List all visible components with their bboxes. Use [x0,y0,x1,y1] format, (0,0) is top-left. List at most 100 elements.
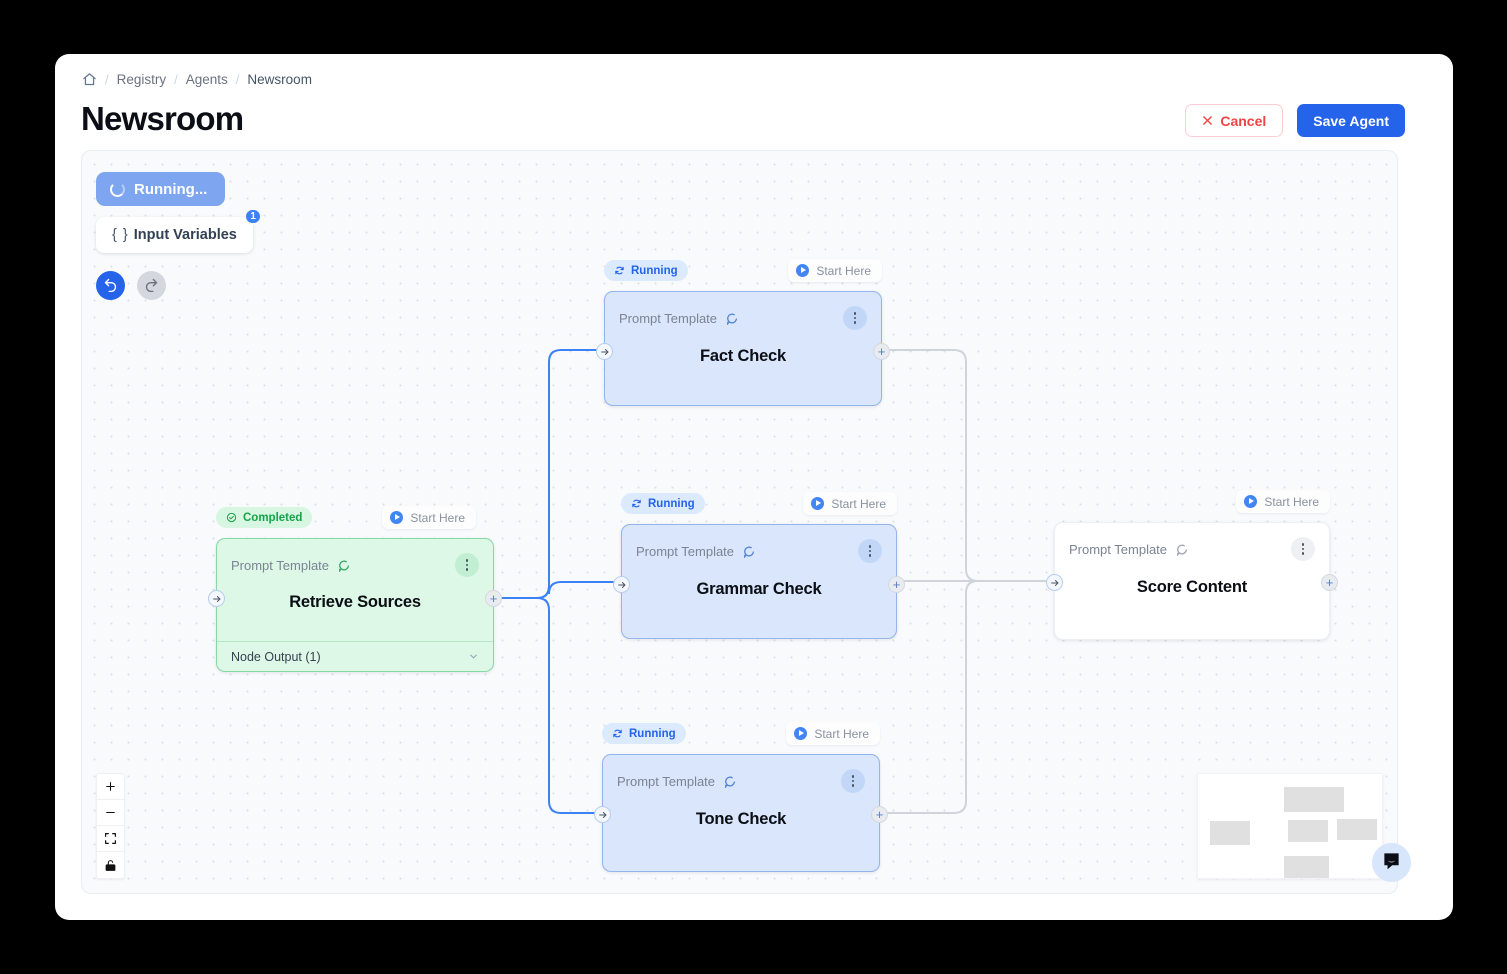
cancel-button[interactable]: Cancel [1185,104,1284,137]
minimap-node [1288,820,1328,842]
node-menu-button[interactable] [858,539,882,563]
node-tone-check[interactable]: Running Start Here Prompt Template [594,722,888,872]
input-variables-badge: 1 [244,208,262,225]
node-menu-button[interactable] [455,553,479,577]
close-icon [1202,113,1213,129]
breadcrumb-item-agents[interactable]: Agents [185,72,228,87]
node-header: Prompt Template [622,525,896,563]
input-handle[interactable] [208,590,225,607]
undo-arrow-icon [103,277,118,295]
undo-button[interactable] [96,271,125,300]
breadcrumb-separator-3: / [235,72,240,87]
start-here-label: Start Here [831,496,886,511]
edge-retrieve-to-grammar [493,581,621,599]
intercom-launcher-button[interactable] [1372,843,1411,882]
start-here-button[interactable]: Start Here [786,722,880,745]
page-title: Newsroom [81,100,244,137]
header-actions: Cancel Save Agent [1185,104,1405,137]
start-here-button[interactable]: Start Here [788,259,882,282]
minimap-node [1284,787,1344,812]
input-handle[interactable] [596,343,613,360]
fit-view-button[interactable] [97,826,124,852]
chevron-down-icon [468,651,479,662]
node-body[interactable]: Prompt Template Grammar Check [613,524,905,639]
save-agent-button[interactable]: Save Agent [1297,104,1405,137]
node-type-label: Prompt Template [636,543,735,559]
output-handle[interactable]: + [1321,574,1338,591]
running-status-button[interactable]: Running... [96,172,226,206]
start-here-label: Start Here [1264,494,1319,509]
prompt-bubble-icon [337,559,350,572]
node-header: Prompt Template [1055,523,1329,561]
node-fact-check[interactable]: Running Start Here Prompt Template [596,259,890,406]
output-handle[interactable]: + [888,576,905,593]
zoom-in-button[interactable] [97,774,124,800]
node-grammar-check[interactable]: Running Start Here Prompt Template [613,492,905,639]
input-variables-button[interactable]: { } Input Variables 1 [96,208,262,253]
minimap-node [1210,821,1250,845]
home-icon[interactable] [82,72,97,87]
play-icon [1244,495,1258,508]
breadcrumb: / Registry / Agents / Newsroom [82,72,312,87]
node-type: Prompt Template [619,311,738,326]
node-type-label: Prompt Template [231,557,330,573]
node-title: Grammar Check [696,580,822,598]
node-body[interactable]: Prompt Template Fact Check [596,291,890,406]
node-body[interactable]: Prompt Template Tone Check [594,754,888,872]
page-card: / Registry / Agents / Newsroom Newsroom … [55,54,1453,920]
node-menu-button[interactable] [841,769,865,793]
minimap-node [1284,856,1329,878]
status-badge-label: Running [631,264,678,277]
workflow-canvas[interactable]: Running... { } Input Variables 1 [81,150,1398,894]
status-badge: Running [604,260,688,281]
input-variables-label: Input Variables [133,227,237,243]
node-body[interactable]: Prompt Template Score Content [1046,522,1338,640]
prompt-bubble-icon [725,312,738,325]
start-here-button[interactable]: Start Here [803,492,897,515]
breadcrumb-item-registry[interactable]: Registry [116,72,167,87]
start-here-label: Start Here [816,263,871,278]
play-icon [811,497,825,510]
start-here-button[interactable]: Start Here [382,506,476,529]
minimap[interactable] [1197,773,1383,879]
history-controls [96,271,166,300]
breadcrumb-separator-1: / [105,72,109,87]
node-retrieve-sources[interactable]: Completed Start Here Prompt Template [208,506,502,672]
node-output-toggle[interactable]: Node Output (1) [217,641,493,671]
status-badge: Running [602,723,686,744]
status-badge-label: Running [648,497,695,510]
start-here-label: Start Here [410,510,465,525]
breadcrumb-item-newsroom[interactable]: Newsroom [247,72,312,87]
output-handle[interactable]: + [485,590,502,607]
lock-button[interactable] [97,852,124,878]
node-type-label: Prompt Template [619,310,718,326]
zoom-out-button[interactable] [97,800,124,826]
node-title: Retrieve Sources [289,593,421,611]
output-handle[interactable]: + [873,343,890,360]
start-here-button[interactable]: Start Here [1236,490,1330,513]
node-menu-button[interactable] [843,306,867,330]
prompt-bubble-icon [723,775,736,788]
node-header: Prompt Template [605,292,881,330]
edges-layer [493,349,1054,814]
start-here-label: Start Here [814,726,869,741]
node-title: Score Content [1136,578,1248,596]
prompt-bubble-icon [742,545,755,558]
node-type-label: Prompt Template [617,773,716,789]
spinner-icon [110,181,125,197]
status-badge-label: Running [629,727,676,740]
running-status-label: Running... [134,180,208,198]
cancel-button-label: Cancel [1220,112,1267,129]
node-body[interactable]: Prompt Template Retrieve Sources Node Ou… [208,538,502,672]
node-menu-button[interactable] [1291,537,1315,561]
play-icon [794,727,808,740]
node-output-label: Node Output (1) [231,649,321,664]
node-score-content[interactable]: Start Here Prompt Template [1046,490,1338,640]
output-handle[interactable]: + [871,806,888,823]
edge-retrieve-to-tone [493,597,602,814]
node-type: Prompt Template [636,544,755,559]
redo-button[interactable] [137,271,166,300]
input-handle[interactable] [1046,574,1063,591]
input-handle[interactable] [613,576,630,593]
input-handle[interactable] [594,806,611,823]
